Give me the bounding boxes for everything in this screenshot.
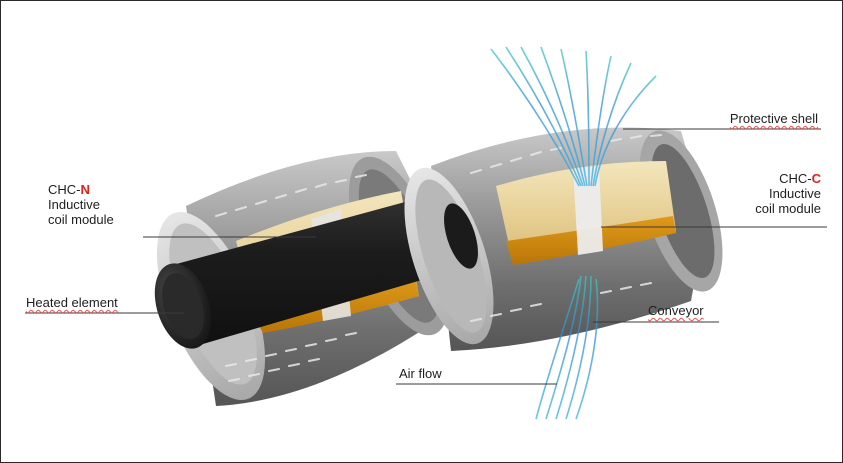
chc-n-prefix: CHC- [48, 182, 81, 197]
chc-n-title: CHC-N [48, 182, 114, 197]
label-protective-shell: Protective shell [661, 111, 818, 126]
label-chc-c: CHC-C Inductive coil module [701, 171, 821, 216]
air-flow-text: Air flow [399, 366, 442, 381]
chc-c-line3: coil module [755, 201, 821, 216]
heated-element-text: Heated element [26, 295, 118, 310]
label-conveyor: Conveyor [648, 303, 704, 318]
chc-c-letter: C [811, 171, 821, 186]
label-air-flow: Air flow [399, 366, 442, 381]
right-coil-module [444, 161, 676, 269]
chc-c-line2: Inductive [768, 186, 821, 201]
label-chc-n: CHC-N Inductive coil module [48, 182, 114, 227]
chc-n-letter: N [80, 182, 90, 197]
shell-perforations [215, 134, 662, 382]
conveyor-text: Conveyor [648, 303, 704, 318]
chc-n-line2: Inductive [48, 197, 101, 212]
airflow-streamlines [490, 46, 657, 420]
leader-lines [25, 128, 827, 385]
chc-n-line3: coil module [48, 212, 114, 227]
protective-shell-text: Protective shell [729, 111, 818, 126]
label-heated-element: Heated element [26, 295, 118, 310]
chc-c-prefix: CHC- [779, 171, 812, 186]
chc-c-title: CHC-C [701, 171, 821, 186]
